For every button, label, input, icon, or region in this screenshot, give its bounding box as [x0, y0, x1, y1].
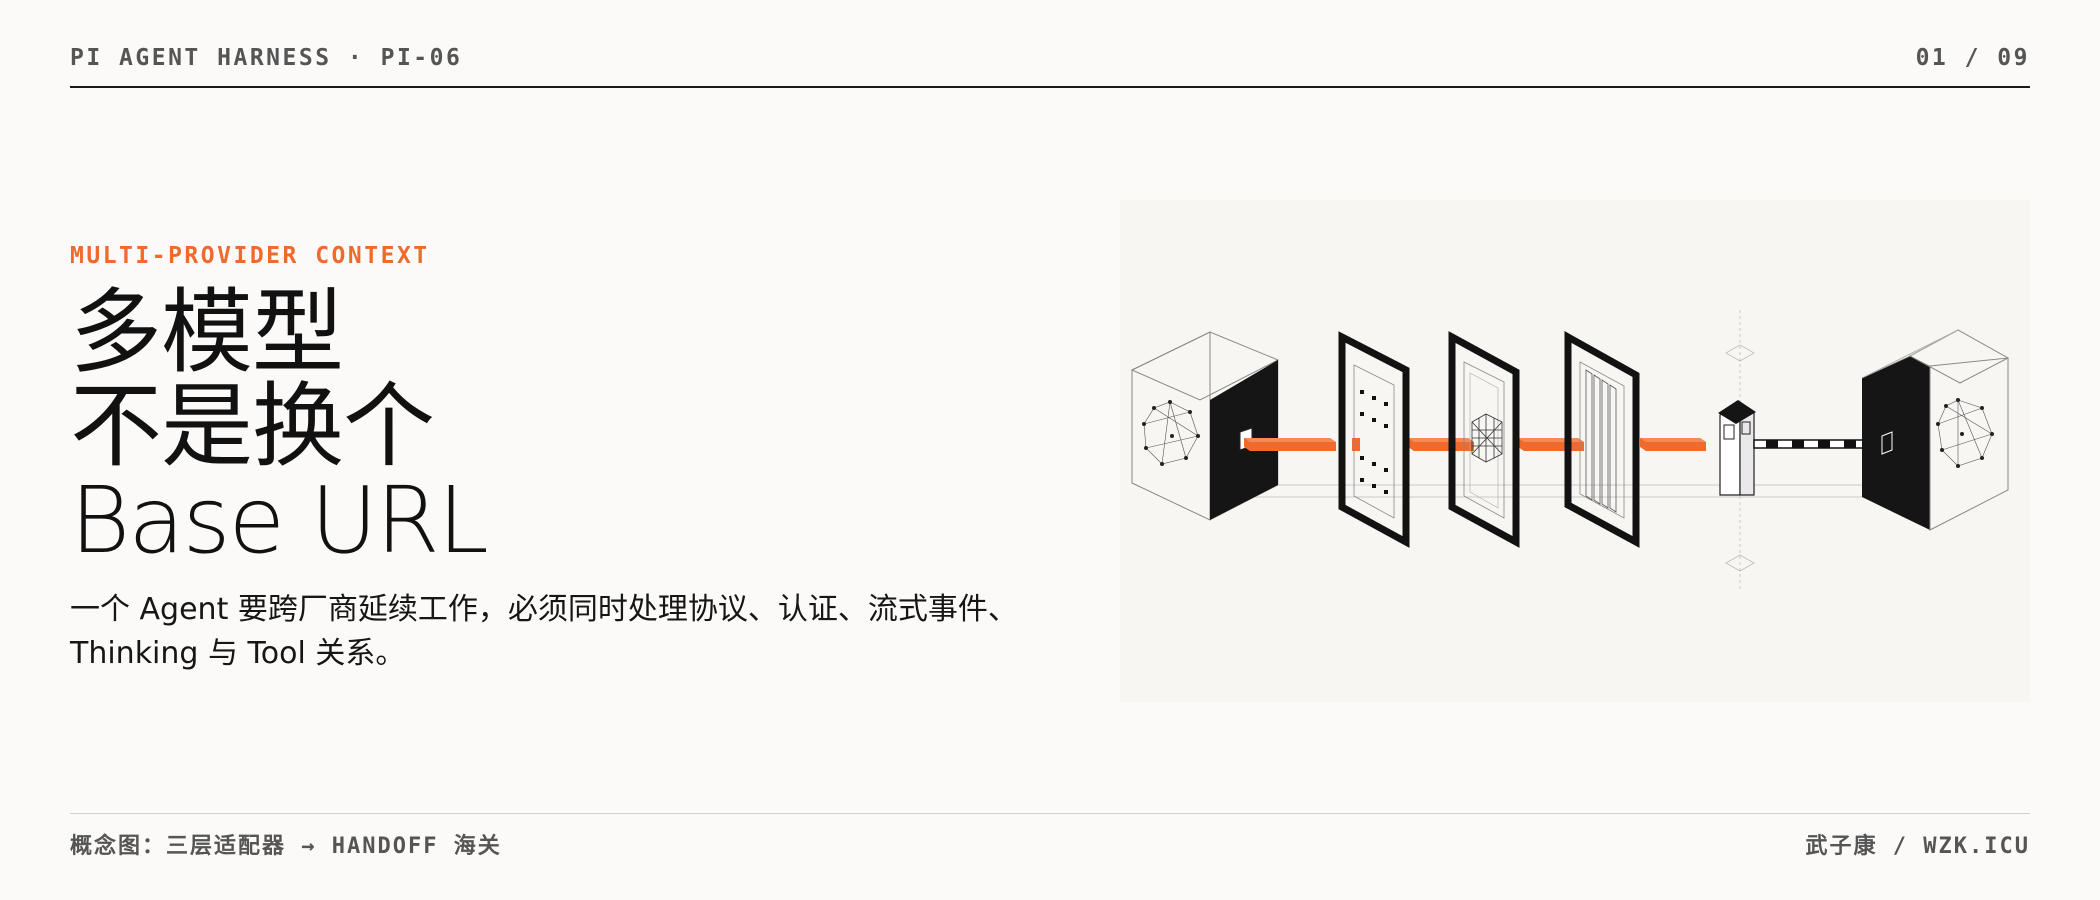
graph-cube-icon: [1861, 329, 2010, 531]
concept-figure: [1120, 200, 2030, 702]
lattice-panel-icon: [1448, 331, 1520, 548]
graph-cube-icon: [1130, 331, 1280, 521]
author-credit: 武子康 / WZK.ICU: [1805, 834, 2030, 859]
eyebrow: MULTI-PROVIDER CONTEXT: [70, 243, 430, 269]
title-line-2: 不是换个: [70, 373, 435, 480]
page-title: 多模型 不是换个 Base URL: [70, 286, 1070, 568]
header: PI AGENT HARNESS · PI-06 01 / 09: [70, 40, 2030, 88]
title-line-1: 多模型: [70, 279, 344, 386]
stripe-panel-icon: [1564, 331, 1640, 548]
title-line-3: Base URL: [70, 467, 489, 574]
body-text: 一个 Agent 要跨厂商延续工作，必须同时处理协议、认证、流式事件、Think…: [70, 592, 1018, 671]
page-indicator: 01 / 09: [1915, 45, 2030, 71]
grid-panel-icon: [1338, 331, 1410, 548]
series-label: PI AGENT HARNESS · PI-06: [70, 45, 463, 71]
figure-caption: 概念图：三层适配器 → HANDOFF 海关: [70, 834, 502, 859]
footer: 概念图：三层适配器 → HANDOFF 海关 武子康 / WZK.ICU: [70, 813, 2030, 874]
concept-illustration: [1130, 310, 2010, 590]
tollbooth-icon: [1718, 400, 1756, 496]
